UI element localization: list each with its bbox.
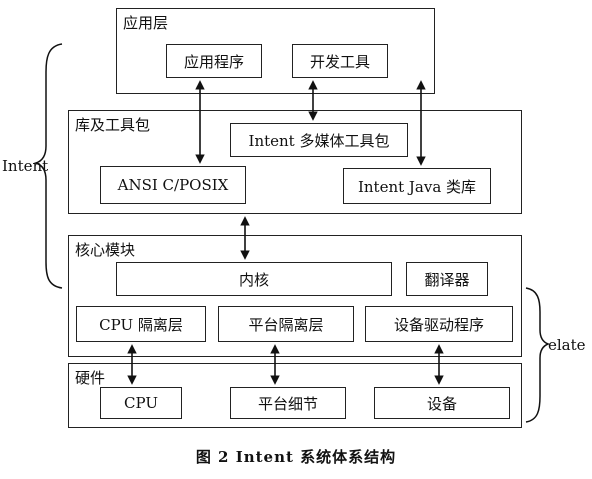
cpu-box: CPU (100, 387, 182, 419)
translator-box: 翻译器 (406, 262, 488, 296)
figure-caption: 图 2 Intent 系统体系结构 (195, 448, 397, 466)
platform-details-box: 平台细节 (230, 387, 346, 419)
platform-isolation-box: 平台隔离层 (218, 306, 354, 342)
device-driver-box: 设备驱动程序 (365, 306, 513, 342)
devices-box: 设备 (374, 387, 510, 419)
ansi-posix-box: ANSI C/POSIX (100, 166, 246, 204)
kernel-box: 内核 (116, 262, 392, 296)
core-layer-title: 核心模块 (75, 241, 136, 259)
elate-bracket-label: elate (548, 336, 586, 354)
multimedia-toolkit-box: Intent 多媒体工具包 (230, 123, 408, 157)
elate-bracket (525, 287, 551, 423)
application-layer-title: 应用层 (123, 14, 169, 32)
java-library-box: Intent Java 类库 (343, 168, 491, 204)
cpu-isolation-box: CPU 隔离层 (76, 306, 206, 342)
apps-box: 应用程序 (166, 44, 262, 78)
hardware-layer-title: 硬件 (75, 369, 106, 387)
dev-tools-box: 开发工具 (292, 44, 388, 78)
intent-bracket-label: Intent (2, 157, 49, 175)
library-layer-title: 库及工具包 (75, 116, 151, 134)
